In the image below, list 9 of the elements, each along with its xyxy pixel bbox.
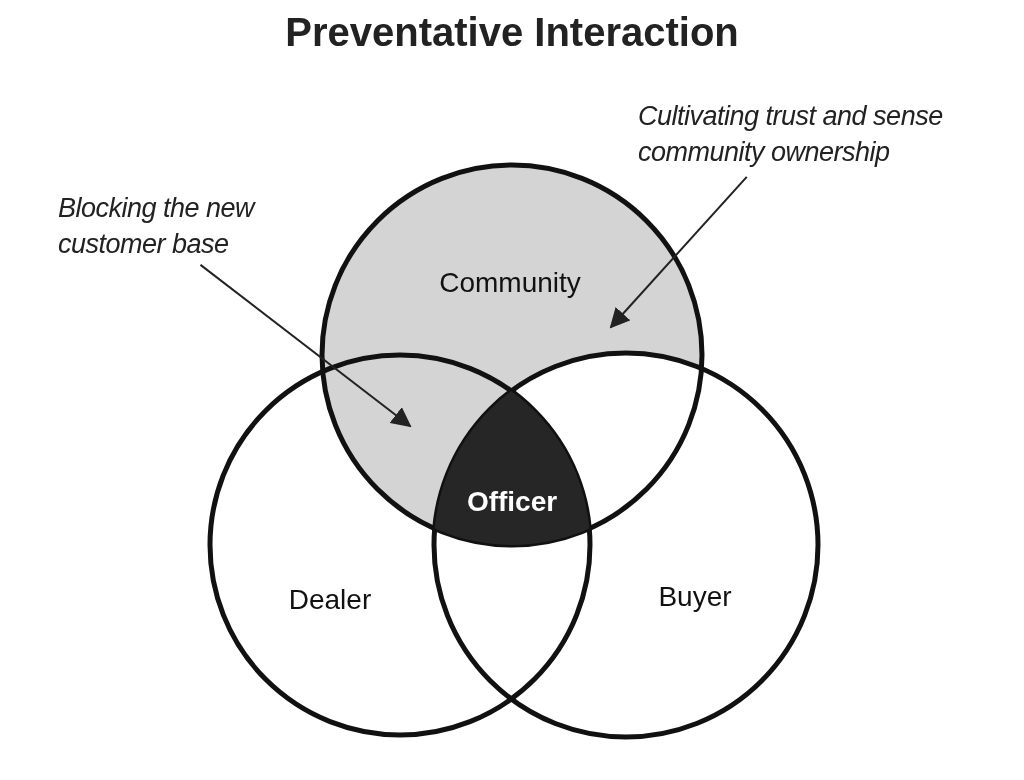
leader-line: [199, 263, 412, 428]
leader-line: [609, 175, 748, 329]
circle-label: Community: [439, 267, 581, 299]
annotation-text: Cultivating trust and sense community ownership: [638, 98, 1013, 171]
circle-label: Buyer: [658, 581, 732, 613]
annotation-text: Blocking the new customer base: [58, 190, 308, 263]
intersection-label: Officer: [466, 486, 558, 518]
circle-label: Dealer: [288, 584, 372, 616]
diagram-title: Preventative Interaction: [284, 10, 740, 55]
